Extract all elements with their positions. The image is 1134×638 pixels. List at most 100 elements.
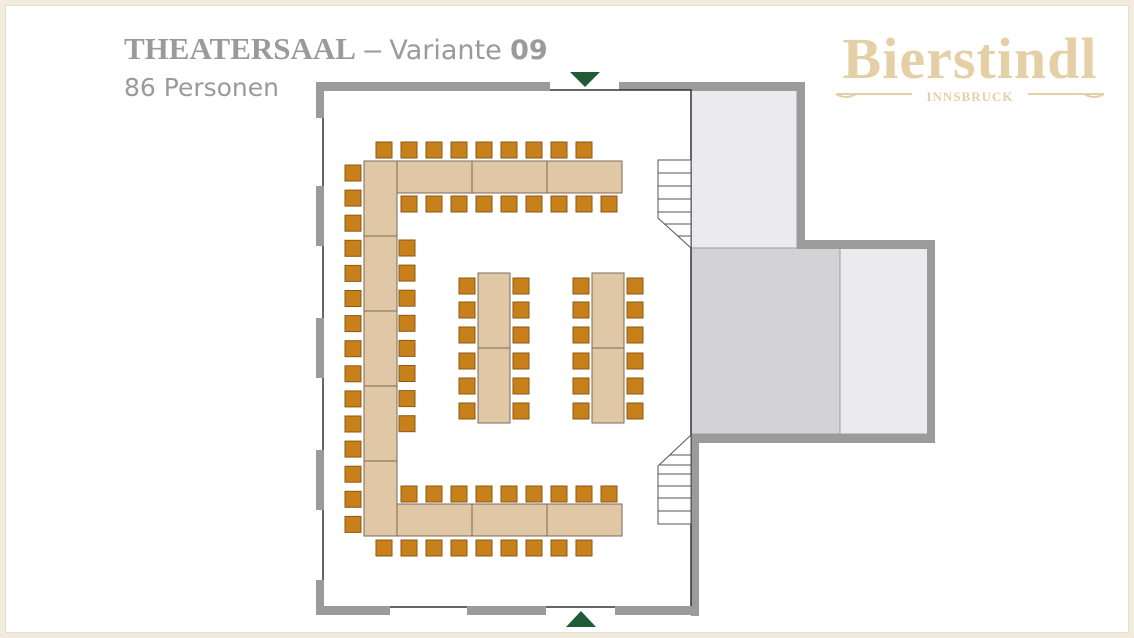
chair xyxy=(575,485,593,503)
table xyxy=(546,160,623,194)
chair xyxy=(450,195,468,213)
chair xyxy=(475,539,493,557)
chair xyxy=(500,539,518,557)
chair xyxy=(550,195,568,213)
chair xyxy=(550,539,568,557)
chair xyxy=(500,195,518,213)
chair xyxy=(475,141,493,159)
chair xyxy=(550,485,568,503)
chair xyxy=(458,301,476,319)
side-room-right xyxy=(839,247,929,435)
chair xyxy=(458,326,476,344)
table xyxy=(591,272,625,349)
chair xyxy=(500,141,518,159)
chair xyxy=(458,277,476,295)
table xyxy=(546,503,623,537)
chair xyxy=(425,485,443,503)
chair xyxy=(400,485,418,503)
table xyxy=(396,160,473,194)
room-name: THEATERSAAL xyxy=(124,31,356,66)
variant-number: 09 xyxy=(510,35,548,66)
table xyxy=(477,272,511,349)
page-title: THEATERSAAL – Variante 09 xyxy=(124,31,548,69)
chair xyxy=(344,415,362,433)
chair xyxy=(344,164,362,182)
chair xyxy=(600,485,618,503)
chair xyxy=(626,352,644,370)
chair xyxy=(600,195,618,213)
table xyxy=(363,385,398,462)
stairs-icon-top xyxy=(657,159,692,250)
chair xyxy=(344,290,362,307)
chair xyxy=(572,352,590,370)
chair xyxy=(400,539,418,557)
chair xyxy=(626,402,644,420)
title-separator: – xyxy=(356,33,390,66)
chair xyxy=(425,195,443,213)
table xyxy=(363,160,398,237)
variant-label: Variante xyxy=(389,35,502,66)
logo-wordmark: Bierstindl xyxy=(843,26,1098,91)
chair xyxy=(375,141,393,159)
chair xyxy=(525,141,543,159)
table xyxy=(363,235,398,312)
chair xyxy=(458,352,476,370)
side-room-top xyxy=(690,89,798,249)
chair xyxy=(525,539,543,557)
chair xyxy=(344,214,362,232)
logo-city: INNSBRUCK xyxy=(926,89,1013,104)
chair xyxy=(575,141,593,159)
chair xyxy=(575,539,593,557)
chair xyxy=(572,301,590,319)
chair xyxy=(500,485,518,503)
chair xyxy=(450,141,468,159)
chair xyxy=(398,239,416,257)
chair xyxy=(375,539,393,557)
entrance-arrow-icon-top xyxy=(570,72,600,87)
table xyxy=(471,503,548,537)
chair xyxy=(344,365,362,383)
chair xyxy=(512,402,530,420)
chair xyxy=(512,277,530,295)
capacity-label: 86 Personen xyxy=(124,73,279,102)
chair xyxy=(344,189,362,207)
chair xyxy=(575,195,593,213)
chair xyxy=(525,195,543,213)
chair xyxy=(425,141,443,159)
chair xyxy=(344,239,362,257)
chair xyxy=(475,195,493,213)
chair xyxy=(400,195,418,213)
chair xyxy=(344,515,362,533)
chair xyxy=(458,402,476,420)
table xyxy=(477,347,511,424)
chair xyxy=(626,277,644,295)
chair xyxy=(398,365,416,382)
chair xyxy=(400,141,418,159)
chair xyxy=(512,326,530,344)
table xyxy=(363,310,398,387)
chair xyxy=(398,390,416,408)
table xyxy=(396,503,473,537)
entrance-arrow-icon-bottom xyxy=(566,611,596,627)
chair xyxy=(344,390,362,408)
hall-wall-segments xyxy=(316,82,699,615)
chair xyxy=(572,326,590,344)
chair xyxy=(450,485,468,503)
chair xyxy=(458,377,476,395)
chair xyxy=(344,315,362,333)
chair xyxy=(626,301,644,319)
chair xyxy=(398,415,416,433)
chair xyxy=(572,277,590,295)
chair xyxy=(550,141,568,159)
chair xyxy=(344,264,362,282)
chair xyxy=(626,377,644,395)
chair xyxy=(344,465,362,483)
chair xyxy=(512,377,530,395)
chair xyxy=(512,301,530,319)
stairs-icon-bottom xyxy=(657,433,692,525)
chair xyxy=(572,402,590,420)
table xyxy=(471,160,548,194)
chair xyxy=(475,485,493,503)
table xyxy=(363,460,398,537)
